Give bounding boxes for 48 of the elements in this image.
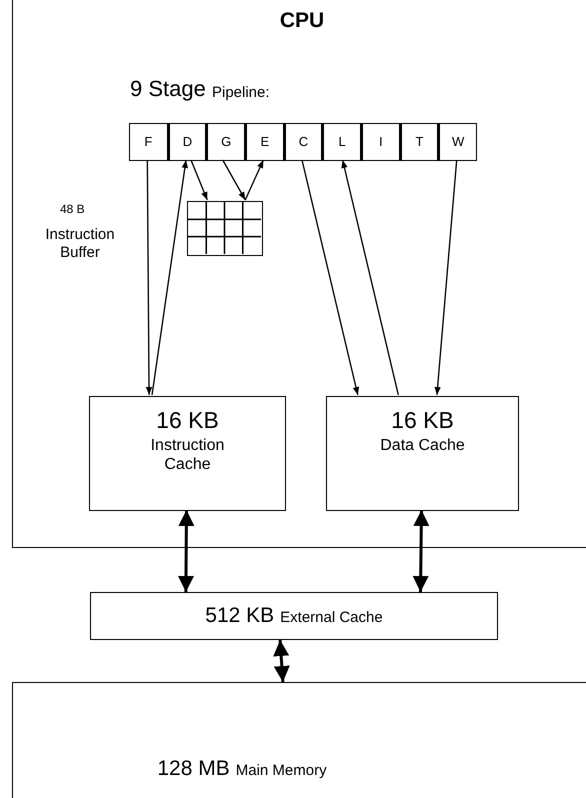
arrow — [412, 510, 430, 592]
stage-letter: T — [414, 133, 424, 151]
buffer-label: Instruction Buffer — [44, 226, 116, 262]
stage-letter: G — [220, 133, 232, 151]
stage-letter: C — [298, 133, 310, 151]
arrow — [178, 510, 194, 592]
stage-letter: E — [259, 133, 270, 151]
pipeline-stage — [129, 123, 168, 161]
arrow — [151, 160, 188, 396]
buffer-size: 48 B — [60, 202, 85, 216]
cpu-frame — [12, 0, 586, 548]
cache-name: Instruction Cache — [150, 436, 226, 474]
memory-name: External Cache — [280, 608, 383, 628]
cache-size: 16 KB — [390, 407, 455, 434]
memory-box — [90, 592, 498, 640]
pipeline-stage — [245, 123, 284, 161]
arrow — [244, 160, 264, 200]
pipeline-stage — [206, 123, 245, 161]
stage-letter: D — [182, 133, 194, 151]
pipeline-stage — [168, 123, 206, 161]
memory-box — [12, 682, 586, 798]
cache-size: 16 KB — [155, 407, 220, 434]
arrow — [301, 160, 360, 396]
cache-box — [89, 396, 286, 511]
pipeline-stage — [322, 123, 361, 161]
stage-letter: L — [338, 133, 347, 151]
arrow — [222, 160, 246, 200]
arrow — [341, 160, 399, 396]
cpu-title: CPU — [278, 9, 326, 33]
cache-box — [326, 396, 519, 511]
arrow — [273, 640, 290, 682]
memory-size: 512 KB — [205, 603, 274, 629]
arrow — [146, 160, 152, 395]
pipeline-heading: 9 Stage — [130, 76, 206, 102]
memory-name: Main Memory — [236, 761, 327, 781]
stage-letter: F — [143, 133, 154, 151]
pipeline-heading: Pipeline: — [212, 84, 270, 102]
cache-name: Data Cache — [379, 436, 466, 456]
pipeline-stage — [284, 123, 322, 161]
arrow — [434, 160, 458, 396]
arrow — [190, 160, 208, 200]
stage-letter: W — [451, 133, 466, 151]
buffer-grid — [187, 201, 263, 256]
pipeline-stage — [400, 123, 438, 161]
stage-letter: I — [378, 133, 384, 151]
pipeline-stage — [438, 123, 478, 161]
pipeline-stage — [361, 123, 400, 161]
memory-size: 128 MB — [157, 756, 230, 782]
